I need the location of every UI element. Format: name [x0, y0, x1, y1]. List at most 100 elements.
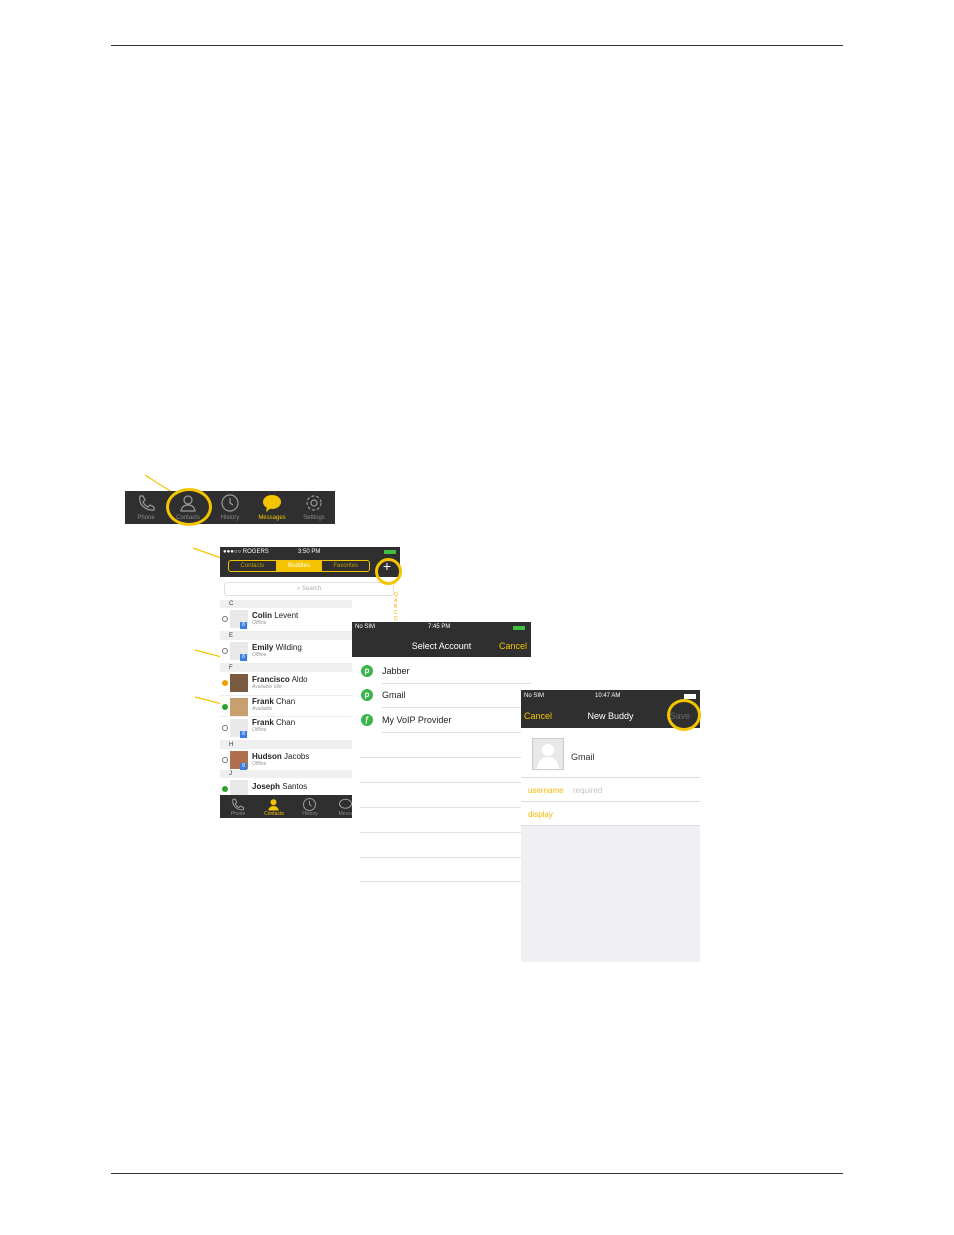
phone-icon — [232, 798, 245, 811]
account-label: Jabber — [382, 666, 410, 676]
account-item-jabber[interactable]: ρ Jabber — [352, 659, 531, 684]
gmail-badge-icon: 8 — [240, 654, 247, 661]
battery-icon — [684, 694, 696, 699]
gmail-badge-icon: 8 — [240, 731, 247, 738]
first-name: Frank — [252, 697, 274, 706]
first-name: Colin — [252, 611, 272, 620]
tab-label: Messa — [338, 811, 354, 817]
voip-icon: ƒ — [361, 714, 373, 726]
contact-name: Joseph Santos — [252, 782, 307, 791]
last-name: Chan — [276, 718, 296, 727]
divider — [360, 807, 531, 808]
highlight-save-button — [667, 699, 701, 731]
offline-status-icon — [222, 616, 228, 622]
gear-icon — [306, 495, 322, 511]
time-label: 7:45 PM — [428, 624, 451, 630]
account-item-gmail[interactable]: ρ Gmail — [352, 683, 531, 708]
segment-favorites[interactable]: Favorites — [333, 563, 359, 569]
list-item[interactable]: 8 Frank Chan Offline — [220, 717, 352, 741]
account-item-voip[interactable]: ƒ My VoIP Provider — [352, 708, 531, 733]
offline-status-icon — [222, 648, 228, 654]
gmail-badge-icon: 8 — [240, 622, 247, 629]
first-name: Hudson — [252, 752, 282, 761]
tab-label: History — [302, 811, 318, 817]
tab-history[interactable]: History — [209, 491, 251, 524]
time-label: 3:50 PM — [298, 549, 321, 555]
alpha-index[interactable]: Q A B C D — [394, 592, 398, 622]
segment-contacts[interactable]: Contacts — [240, 563, 265, 569]
clock-icon — [221, 494, 239, 512]
carrier-label: No SIM — [524, 693, 545, 699]
highlight-contacts-tab — [166, 488, 212, 526]
tab-phone[interactable]: Phone — [220, 795, 256, 818]
search-placeholder: Search — [302, 586, 322, 592]
divider — [382, 683, 531, 684]
last-name: Aldo — [291, 675, 308, 684]
last-name: Jacobs — [284, 752, 310, 761]
first-name: Francisco — [252, 675, 290, 684]
list-item[interactable]: 8 Emily Wilding Offline — [220, 640, 352, 664]
first-name: Emily — [252, 643, 274, 652]
search-input[interactable]: ⌕ Search — [224, 582, 394, 596]
tab-label: Messages — [258, 515, 286, 521]
offline-status-icon — [222, 725, 228, 731]
person-icon — [537, 744, 559, 769]
last-name: Chan — [276, 697, 296, 706]
section-header: E — [220, 632, 352, 640]
jabber-icon: ρ — [361, 665, 373, 677]
list-item[interactable]: Francisco Aldo Available Idle — [220, 672, 352, 696]
page-title: New Buddy — [587, 711, 634, 721]
divider — [382, 707, 531, 708]
select-account-screen: No SIM 7:45 PM Select Account Cancel ρ J… — [352, 622, 531, 884]
cancel-button[interactable]: Cancel — [498, 641, 527, 651]
section-header: H — [220, 741, 352, 749]
gmail-badge-icon: 8 — [240, 763, 247, 770]
first-name: Frank — [252, 718, 274, 727]
account-label: Gmail — [571, 752, 595, 762]
avatar — [230, 674, 248, 692]
contact-name: Emily Wilding — [252, 643, 302, 652]
segment-buddies[interactable]: Buddies — [275, 561, 323, 571]
battery-icon — [384, 550, 396, 554]
last-name: Levent — [274, 611, 299, 620]
divider — [360, 832, 531, 833]
contact-status: Offline — [252, 620, 267, 626]
avatar — [230, 698, 248, 716]
tab-phone[interactable]: Phone — [125, 491, 167, 524]
carrier-label: ●●●○○ ROGERS — [223, 549, 269, 555]
top-rule — [111, 45, 843, 46]
contact-status: Available — [252, 706, 273, 712]
highlight-add-button — [375, 558, 402, 585]
section-header: J — [220, 770, 352, 778]
tab-label: Phone — [230, 811, 246, 817]
contact-status: Offline — [252, 761, 267, 767]
contact-name: Frank Chan — [252, 697, 295, 706]
battery-icon — [513, 626, 525, 630]
divider — [382, 732, 531, 733]
tab-messages[interactable]: Messa — [328, 795, 364, 818]
account-label: My VoIP Provider — [382, 715, 452, 725]
tab-label: Settings — [303, 515, 325, 521]
phone-icon — [139, 495, 155, 511]
tab-contacts[interactable]: Contacts — [256, 795, 292, 818]
cancel-button[interactable]: Cancel — [524, 711, 553, 721]
chat-bubble-icon — [338, 798, 353, 809]
avatar[interactable] — [532, 738, 564, 770]
display-field[interactable]: display — [521, 802, 700, 826]
list-item[interactable]: Frank Chan Available — [220, 696, 352, 717]
contact-name: Frank Chan — [252, 718, 295, 727]
divider — [360, 881, 531, 882]
username-field[interactable]: username required — [521, 778, 700, 802]
last-name: Santos — [282, 782, 308, 791]
tab-history[interactable]: History — [292, 795, 328, 818]
online-status-icon — [222, 704, 228, 710]
contact-name: Hudson Jacobs — [252, 752, 309, 761]
list-item[interactable]: Joseph Santos — [220, 778, 352, 795]
offline-status-icon — [222, 757, 228, 763]
tab-messages[interactable]: Messages — [251, 491, 293, 524]
contact-status: Offline — [252, 652, 267, 658]
list-item[interactable]: 8 Colin Levent Offline — [220, 608, 352, 632]
divider — [360, 782, 531, 783]
tab-settings[interactable]: Settings — [293, 491, 335, 524]
